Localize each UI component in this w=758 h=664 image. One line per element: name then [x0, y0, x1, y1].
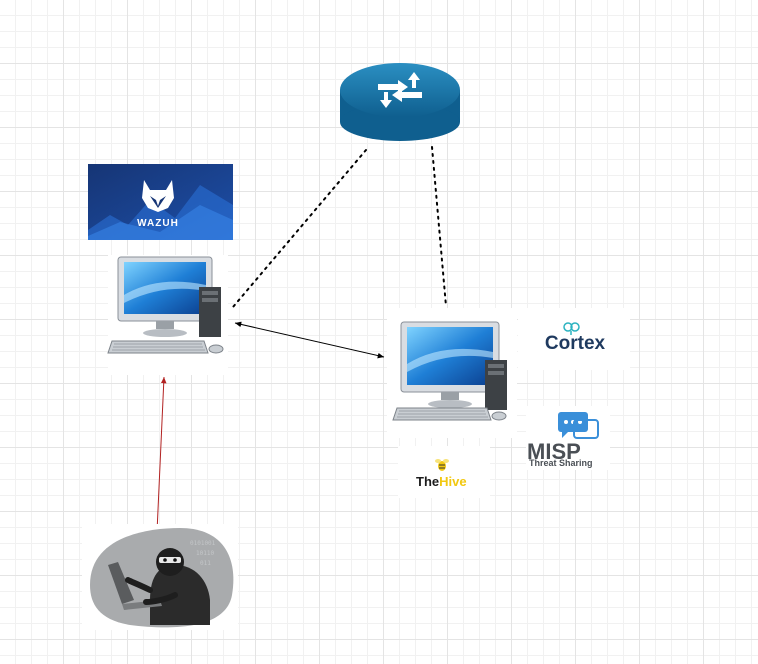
- svg-text:011: 011: [200, 560, 211, 567]
- wazuh-text: WAZUH: [137, 218, 179, 229]
- svg-text:0101001: 0101001: [190, 540, 216, 547]
- soc-computer[interactable]: [387, 308, 517, 438]
- attacker[interactable]: 0101001 10110 011: [82, 524, 238, 630]
- edge-router-wazuh: [232, 149, 367, 308]
- misp-logo: MISP Threat Sharing: [526, 406, 610, 470]
- wazuh-logo: WAZUH: [88, 164, 233, 240]
- edge-wazuh-soc: [234, 321, 385, 359]
- wazuh-wolf-icon: [142, 180, 174, 212]
- cortex-text: Cortex: [545, 333, 606, 354]
- thehive-text: TheHive: [416, 474, 467, 489]
- edge-wazuh-attacker: [154, 376, 167, 533]
- cortex-logo: Cortex: [518, 308, 630, 370]
- thehive-text-hive: Hive: [439, 474, 466, 489]
- wazuh-computer[interactable]: [107, 255, 228, 375]
- router-icon[interactable]: [340, 63, 460, 141]
- misp-subtitle: Threat Sharing: [529, 458, 593, 468]
- hacker-icon: 0101001 10110 011: [90, 528, 234, 628]
- thehive-logo: TheHive: [398, 446, 490, 498]
- misp-title: MISP: [527, 439, 581, 464]
- brain-icon: [563, 322, 580, 335]
- chat-bubbles-icon: [558, 412, 599, 439]
- svg-text:10110: 10110: [196, 550, 214, 557]
- thehive-text-the: The: [416, 474, 439, 489]
- desktop-computer-icon: [387, 308, 517, 438]
- bee-icon: [435, 459, 449, 471]
- edge-router-soc: [431, 146, 447, 307]
- desktop-computer-icon: [107, 255, 228, 375]
